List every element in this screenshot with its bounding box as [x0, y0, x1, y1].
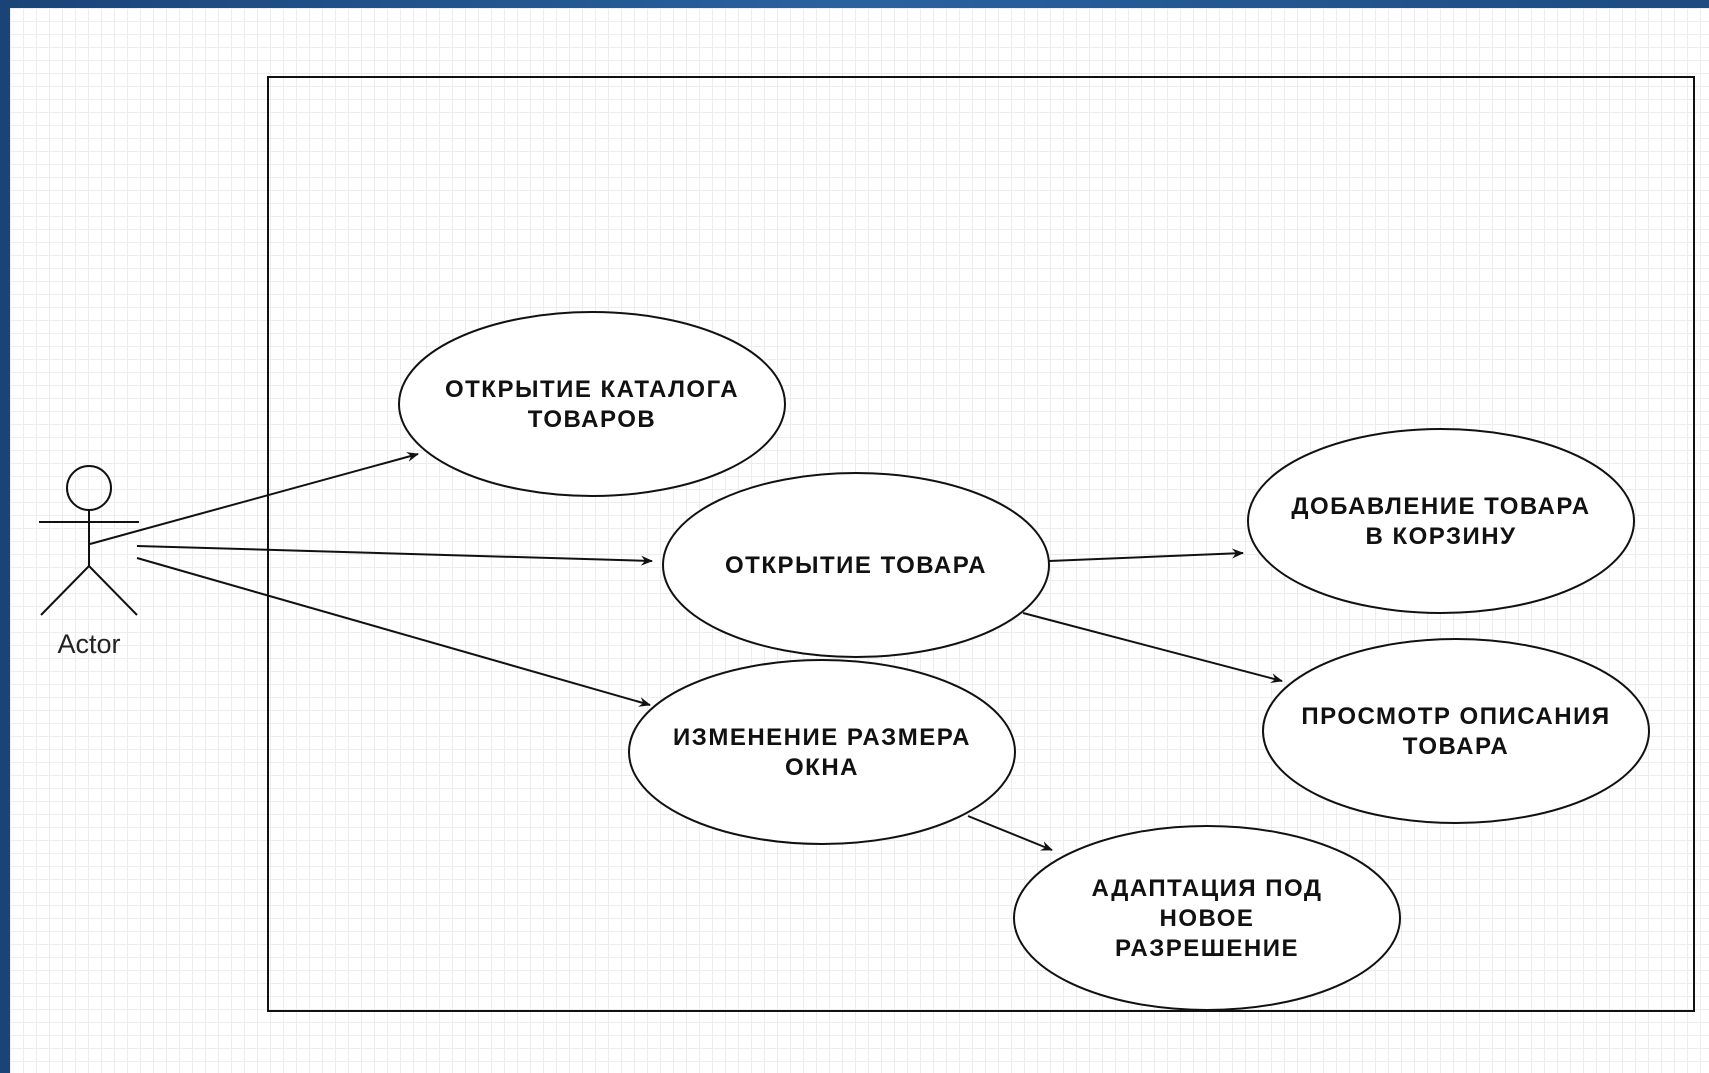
- use-case-product[interactable]: ОТКРЫТИЕ ТОВАРА: [662, 472, 1050, 658]
- use-case-catalog[interactable]: ОТКРЫТИЕ КАТАЛОГА ТОВАРОВ: [398, 311, 786, 497]
- use-case-label-line: ОТКРЫТИЕ КАТАЛОГА: [445, 376, 739, 403]
- use-case-cart[interactable]: ДОБАВЛЕНИЕ ТОВАРА В КОРЗИНУ: [1247, 428, 1635, 614]
- use-case-diagram: Actor ОТКРЫТИЕ КАТАЛОГА ТОВАРОВ ОТКРЫТИЕ Т…: [39, 76, 1695, 1012]
- use-case-ellipse: [628, 659, 1016, 845]
- use-case-resize[interactable]: ИЗМЕНЕНИЕ РАЗМЕРА ОКНА: [628, 659, 1016, 845]
- actor-head: [66, 465, 112, 511]
- use-case-label-line: ДОБАВЛЕНИЕ ТОВАРА: [1291, 493, 1590, 520]
- use-case-label-line: ПРОСМОТР ОПИСАНИЯ: [1301, 703, 1610, 730]
- use-case-ellipse: [398, 311, 786, 497]
- use-case-label-line: ОКНА: [785, 754, 859, 781]
- use-case-label-line: ТОВАРОВ: [528, 406, 656, 433]
- relation-arrow-actor-to-resize: [136, 557, 651, 707]
- use-case-label-line: НОВОЕ: [1160, 905, 1255, 932]
- actor-label: Actor: [57, 629, 120, 659]
- relation-arrow-actor-to-product: [136, 545, 653, 566]
- relation-arrow-product-to-describe: [1022, 612, 1283, 684]
- use-case-ellipse: [1247, 428, 1635, 614]
- actor-figure[interactable]: Actor: [39, 465, 139, 659]
- relations-layer: [89, 452, 1283, 851]
- use-case-label-line: ИЗМЕНЕНИЕ РАЗМЕРА: [673, 724, 971, 751]
- use-case-label-line: ТОВАРА: [1403, 733, 1509, 760]
- diagram-canvas: Actor ОТКРЫТИЕ КАТАЛОГА ТОВАРОВ ОТКРЫТИЕ Т…: [10, 8, 1709, 1073]
- relation-arrow-resize-to-adapt: [967, 815, 1053, 851]
- relation-arrow-actor-to-catalog: [89, 452, 419, 545]
- system-boundary: [267, 76, 1695, 1012]
- use-case-label-line: АДАПТАЦИЯ ПОД: [1092, 875, 1323, 902]
- use-case-adapt[interactable]: АДАПТАЦИЯ ПОД НОВОЕ РАЗРЕШЕНИЕ: [1013, 825, 1401, 1011]
- relation-arrow-product-to-cart: [1048, 548, 1244, 562]
- actor-right-leg: [88, 565, 138, 616]
- use-case-label-line: РАЗРЕШЕНИЕ: [1115, 935, 1299, 962]
- use-case-label-line: ОТКРЫТИЕ ТОВАРА: [725, 552, 987, 579]
- use-case-label-line: В КОРЗИНУ: [1365, 523, 1516, 550]
- use-case-ellipse: [1262, 638, 1650, 824]
- use-case-ellipse: [1013, 825, 1401, 1011]
- use-cases-layer: ОТКРЫТИЕ КАТАЛОГА ТОВАРОВ ОТКРЫТИЕ ТОВАРА Д…: [398, 311, 1650, 1011]
- actor-left-leg: [40, 565, 90, 616]
- use-case-ellipse: [662, 472, 1050, 658]
- use-case-describe[interactable]: ПРОСМОТР ОПИСАНИЯ ТОВАРА: [1262, 638, 1650, 824]
